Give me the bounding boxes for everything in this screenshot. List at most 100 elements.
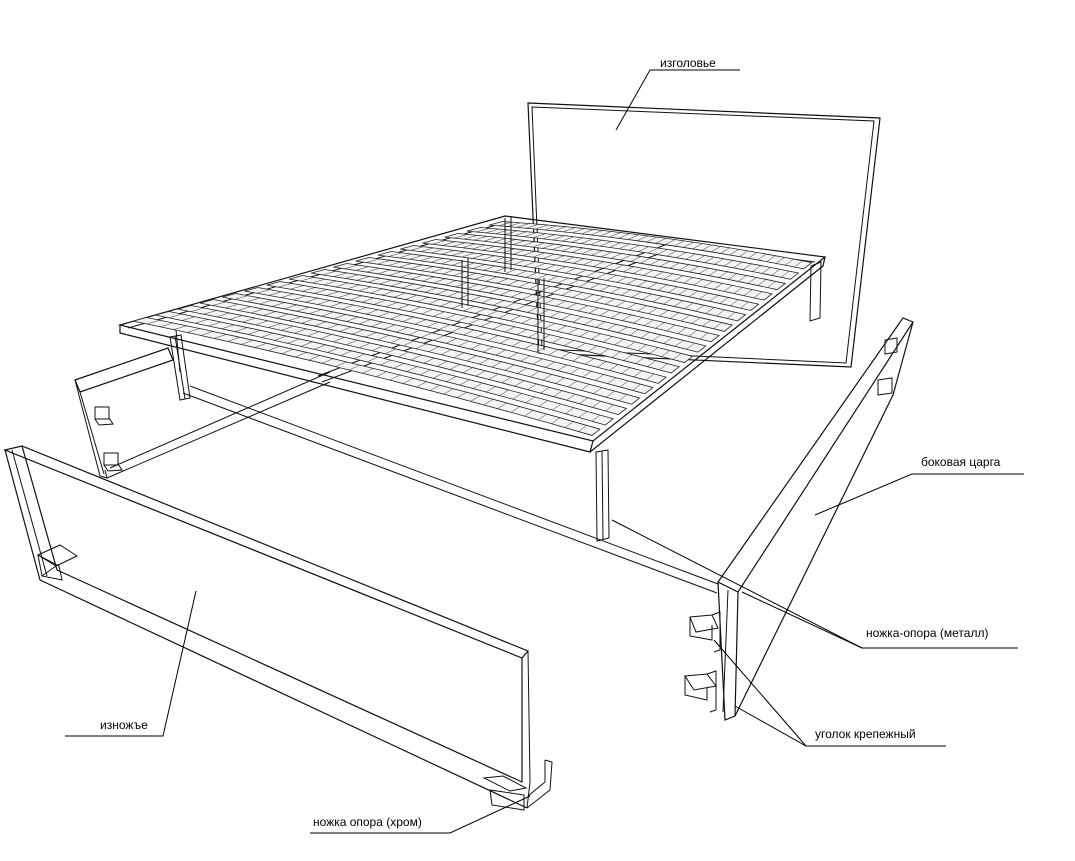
slat-hatch — [570, 367, 580, 375]
slat-hatch — [738, 250, 749, 257]
slat-hatch — [359, 342, 371, 348]
slat-hatch — [208, 321, 222, 327]
slat-hatch — [699, 332, 709, 340]
slat-hatch — [703, 281, 713, 288]
slat-hatch — [326, 324, 339, 329]
slat-hatch — [290, 285, 304, 290]
slat-hatch — [414, 319, 427, 325]
slat-hatch — [200, 331, 214, 336]
slat-hatch — [613, 264, 624, 271]
slat-hatch — [390, 314, 403, 320]
slat-hatch — [585, 271, 597, 277]
slat-hatch — [499, 389, 509, 396]
slat-hatch — [557, 277, 569, 284]
slat-hatch — [633, 370, 643, 378]
slat-hatch — [626, 278, 638, 285]
slat-hatch — [753, 291, 763, 299]
slat-hatch — [381, 290, 395, 296]
slat-hatch — [314, 321, 327, 327]
slat-hatch — [557, 364, 568, 371]
slat-hatch — [259, 299, 273, 305]
slat-hatch — [462, 367, 473, 374]
slat-hatch — [389, 374, 401, 381]
side-rail-right — [684, 317, 914, 721]
slat-hatch — [593, 387, 603, 394]
slat-hatch — [473, 264, 486, 269]
label-footboard: изножъе — [100, 718, 148, 732]
slat-hatch — [647, 247, 659, 254]
slat-hatch — [321, 311, 334, 317]
slat-hatch — [719, 297, 729, 304]
slat-hatch — [327, 347, 339, 353]
left-side-rail-back — [74, 347, 331, 479]
metal-leg-front-right — [595, 449, 610, 542]
slat-hatch — [514, 231, 528, 236]
slat-hatch — [607, 377, 617, 384]
slat-hatch — [726, 312, 736, 319]
slat-hatch — [515, 304, 527, 311]
slat-hatch — [564, 340, 574, 347]
slat-hatch — [594, 296, 605, 303]
slat-hatch — [334, 314, 347, 320]
slat-hatch — [522, 241, 536, 247]
slat-hatch — [516, 329, 527, 335]
slat-hatch — [511, 292, 523, 298]
slat-hatch — [757, 253, 767, 261]
slat-hatch — [510, 406, 521, 413]
slat-hatch — [595, 321, 606, 328]
slat-hatch — [563, 227, 576, 233]
slat-hatch — [483, 237, 497, 242]
slat — [222, 293, 654, 395]
slat-hatch — [314, 344, 326, 350]
slat-hatch — [366, 268, 380, 273]
slat-hatch — [481, 298, 493, 304]
slat-hatch — [195, 319, 209, 324]
slat-hatch — [705, 307, 715, 314]
slat-hatch — [649, 259, 661, 266]
slat-hatch — [452, 242, 466, 247]
slat-hatch — [483, 346, 494, 353]
slat-hatch — [603, 263, 614, 269]
slat-hatch — [433, 335, 445, 341]
slat-hatch — [638, 246, 649, 252]
slat-hatch — [673, 275, 684, 282]
slat-hatch — [409, 306, 422, 312]
slat-hatch — [483, 265, 496, 271]
slat-hatch — [517, 367, 527, 374]
slat-hatch — [523, 261, 536, 267]
slat-hatch — [485, 276, 498, 282]
slat-hatch — [491, 361, 502, 368]
slat-hatch — [659, 310, 669, 317]
slat-hatch — [571, 237, 584, 243]
slat — [422, 239, 773, 301]
slat-hatch — [518, 282, 530, 288]
slat-hatch — [238, 306, 252, 311]
slat-hatch — [668, 286, 678, 293]
slat-hatch — [659, 363, 668, 371]
slat-hatch — [618, 394, 628, 401]
slat-hatch — [775, 257, 785, 264]
slat-hatch — [349, 295, 363, 301]
slat-hatch — [483, 399, 494, 406]
slat-hatch — [378, 311, 391, 317]
slat-hatch — [603, 336, 613, 343]
slat-hatch — [333, 337, 345, 343]
slat-hatch — [477, 286, 490, 292]
slat-hatch — [442, 269, 455, 275]
slat-hatch — [409, 264, 423, 270]
slat-hatch — [453, 352, 465, 358]
slat-hatch — [711, 246, 721, 253]
slat-hatch — [411, 274, 424, 280]
slat-hatch — [571, 247, 584, 253]
slat-hatch — [581, 238, 593, 244]
slat-hatch — [416, 381, 427, 388]
slat-hatch — [652, 295, 663, 303]
slat-hatch — [493, 238, 507, 243]
slat-hatch — [631, 291, 642, 298]
slat-hatch — [547, 276, 559, 282]
slat-hatch — [673, 300, 684, 307]
slat-hatch — [390, 281, 404, 287]
slat-hatch — [718, 271, 728, 278]
slat-hatch — [377, 269, 391, 275]
slat-hatch — [649, 347, 659, 354]
